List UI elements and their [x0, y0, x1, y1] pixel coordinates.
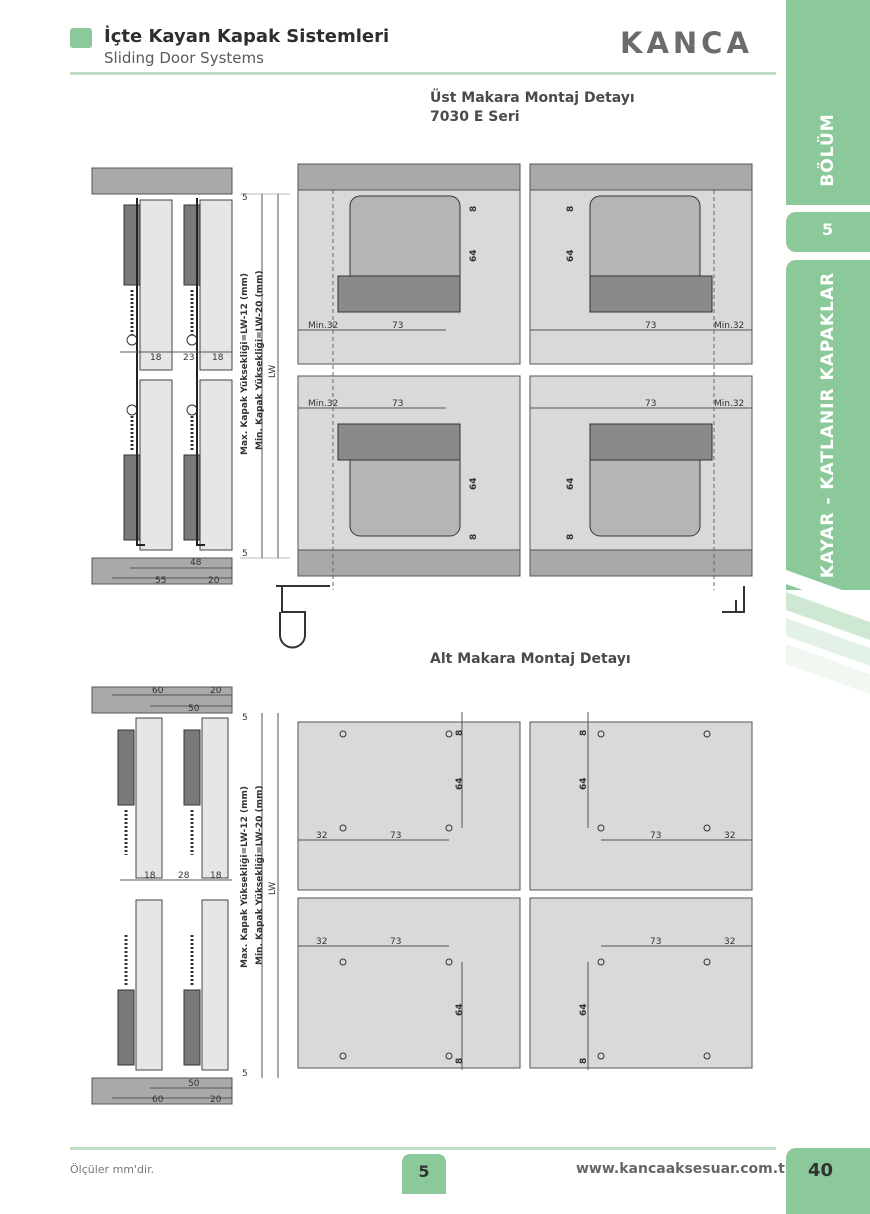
sidebar-section-number: 5	[786, 212, 870, 252]
dim-50-top: 50	[188, 704, 200, 714]
dim-5-lower-bottom: 5	[242, 1069, 248, 1079]
lower-mount-panels: 32 73 73 32 32 73 73 32 8 64 8 64 64 8 6…	[297, 712, 753, 1070]
header-divider	[70, 72, 776, 75]
dim-min32-ll: Min.32	[308, 399, 338, 409]
upper-section-title: Üst Makara Montaj Detayı	[430, 90, 635, 106]
dim-20-top: 20	[210, 686, 222, 696]
min-height-formula: Min. Kapak Yüksekliği=LW-20 (mm)	[255, 270, 265, 450]
header-square-icon	[70, 28, 92, 48]
dim-5-top: 5	[242, 193, 248, 203]
dim-8-ll2: 8	[455, 1058, 465, 1064]
dim-18c: 18	[144, 871, 156, 881]
max-height-formula: Max. Kapak Yüksekliği=LW-12 (mm)	[240, 273, 250, 455]
dim-8-ur: 8	[566, 206, 576, 212]
dim-5-lower-top: 5	[242, 713, 248, 723]
dim-73-ll2: 73	[390, 937, 401, 947]
upper-section-subtitle: 7030 E Seri	[430, 109, 520, 125]
dim-55: 55	[155, 576, 166, 586]
sidebar-top-block	[786, 0, 870, 205]
lower-section-view: 60 20 50 18 28 18 50 60 20 5 5 Max. Kapa…	[91, 686, 279, 1105]
dim-lw: LW	[268, 365, 278, 378]
dim-64-ll: 64	[469, 477, 479, 490]
dim-8-lr2: 8	[579, 1058, 589, 1064]
dim-min32-lr: Min.32	[714, 399, 744, 409]
footer-website-link[interactable]: www.kancaaksesuar.com.tr	[576, 1161, 792, 1177]
dim-5-bottom: 5	[242, 549, 248, 559]
footer-page-badge: 40	[786, 1148, 870, 1214]
dim-60-top: 60	[152, 686, 164, 696]
dim-48: 48	[190, 558, 202, 568]
dim-50-bottom: 50	[188, 1079, 200, 1089]
sidebar-number-text: 5	[822, 220, 834, 239]
sidebar-stripes-decoration	[786, 570, 870, 694]
footer-note: Ölçüler mm'dir.	[70, 1163, 155, 1176]
brand-logo: KANCA	[620, 26, 753, 60]
dim-min32-ur: Min.32	[714, 321, 744, 331]
footer-divider	[70, 1147, 776, 1150]
dim-min32-ul: Min.32	[308, 321, 338, 331]
dim-64-ur: 64	[566, 249, 576, 262]
dim-23: 23	[183, 353, 194, 363]
dim-8-ur2: 8	[579, 730, 589, 736]
dim-73-lr2: 73	[650, 937, 661, 947]
dim-18d: 18	[210, 871, 222, 881]
dim-lw-lower: LW	[268, 882, 278, 895]
dim-73-ul: 73	[392, 321, 403, 331]
sidebar-category: KAYAR - KATLANIR KAPAKLAR	[786, 260, 870, 590]
max-height-formula-lower: Max. Kapak Yüksekliği=LW-12 (mm)	[240, 786, 250, 968]
dim-32-ur2: 32	[724, 831, 735, 841]
min-height-formula-lower: Min. Kapak Yüksekliği=LW-20 (mm)	[255, 785, 265, 965]
dim-32-lr2: 32	[724, 937, 735, 947]
footer-tab-number: 5	[418, 1162, 430, 1181]
dim-73-lr: 73	[645, 399, 656, 409]
dim-64-ur2: 64	[579, 777, 589, 790]
dim-64-lr: 64	[566, 477, 576, 490]
dim-64-ul2: 64	[455, 777, 465, 790]
dim-73-ur: 73	[645, 321, 656, 331]
dim-8-ul2: 8	[455, 730, 465, 736]
dim-8-ll: 8	[469, 534, 479, 540]
lower-section-title: Alt Makara Montaj Detayı	[430, 651, 631, 667]
dim-28: 28	[178, 871, 190, 881]
page-number: 40	[808, 1160, 834, 1181]
dim-8-lr: 8	[566, 534, 576, 540]
dim-20: 20	[208, 576, 220, 586]
page-title: İçte Kayan Kapak Sistemleri	[104, 26, 390, 47]
dim-73-ur2: 73	[650, 831, 661, 841]
dim-60-bottom: 60	[152, 1095, 164, 1105]
dim-73-ll: 73	[392, 399, 403, 409]
dim-18b: 18	[212, 353, 224, 363]
dim-18a: 18	[150, 353, 162, 363]
dim-64-ll2: 64	[455, 1003, 465, 1016]
upper-section-view: 18 23 18 48 55 20 5 5 Max. Kapak Yüksekl…	[91, 167, 745, 649]
dim-20-bottom: 20	[210, 1095, 222, 1105]
dim-64-lr2: 64	[579, 1003, 589, 1016]
dim-64-ul: 64	[469, 249, 479, 262]
upper-mount-panels: 8 64 8 64 64 8 64 8 Min.32 73 73 Min.32 …	[297, 163, 753, 590]
page-subtitle: Sliding Door Systems	[104, 49, 264, 67]
dim-73-ul2: 73	[390, 831, 401, 841]
dim-32-ul2: 32	[316, 831, 327, 841]
dim-32-ll2: 32	[316, 937, 327, 947]
dim-8-ul: 8	[469, 206, 479, 212]
footer-section-tab: 5	[402, 1154, 446, 1194]
